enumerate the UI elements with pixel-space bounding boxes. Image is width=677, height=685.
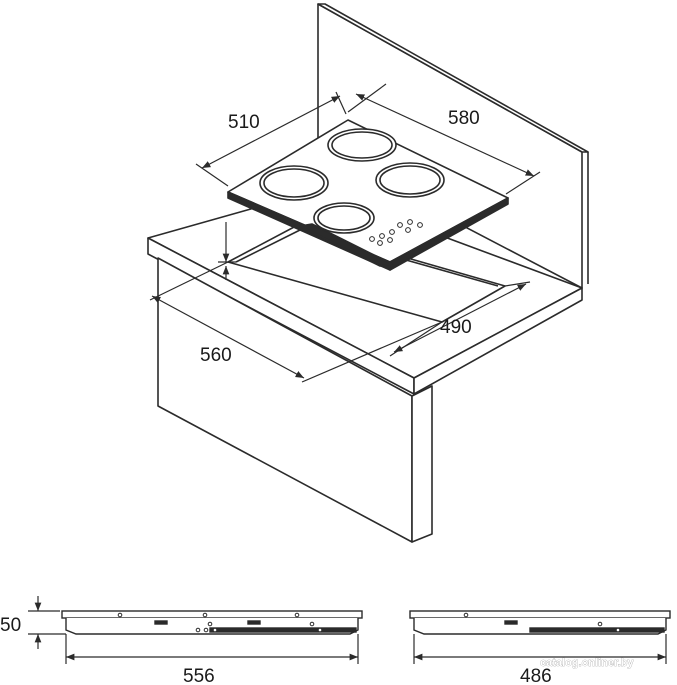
dim-label-side-depth: 486 xyxy=(520,666,552,685)
burner-back xyxy=(327,128,397,162)
dim-label-cutout-depth: 490 xyxy=(440,317,472,338)
side-view-width-glass xyxy=(61,610,363,619)
dim-side-width xyxy=(65,634,359,664)
side-view-width-base xyxy=(209,627,357,633)
side-view-depth-glass xyxy=(409,610,671,619)
dim-hob-width xyxy=(347,83,541,195)
dim-hob-depth xyxy=(195,91,347,187)
side-view-depth xyxy=(409,610,671,635)
dim-side-height xyxy=(28,596,66,649)
dim-label-side-width: 556 xyxy=(183,666,215,685)
dim-cutout-depth xyxy=(389,281,531,357)
dim-label-hob-width: 580 xyxy=(448,108,480,129)
dim-cutout-width xyxy=(149,261,443,383)
cabinet-side-face xyxy=(411,385,433,543)
dim-label-cutout-width: 560 xyxy=(200,345,232,366)
burner-right xyxy=(375,162,445,198)
dim-side-depth xyxy=(413,634,667,664)
control-buttons xyxy=(369,219,423,246)
hob-underside xyxy=(299,223,393,267)
watermark: catalog.onliner.by xyxy=(540,657,634,669)
side-view-width xyxy=(61,610,363,635)
burner-left xyxy=(259,165,329,201)
dim-label-hob-depth: 510 xyxy=(228,112,260,133)
hob-side-edge xyxy=(389,197,509,271)
dim-label-side-height: 50 xyxy=(0,615,21,636)
side-view-depth-base xyxy=(529,627,665,633)
burner-front xyxy=(313,202,375,234)
dim-hob-thickness xyxy=(218,222,236,280)
